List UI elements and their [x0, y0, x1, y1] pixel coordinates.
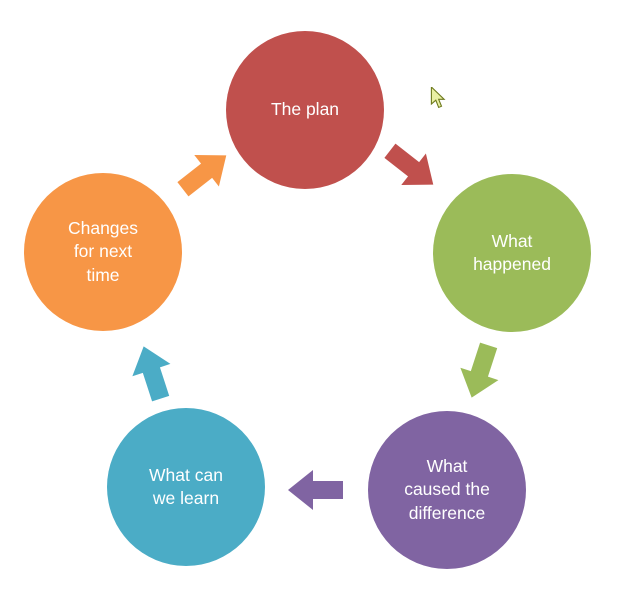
node-label: The plan [270, 99, 340, 120]
arrow-difference-to-learn[interactable] [287, 469, 343, 511]
node-the-plan[interactable]: The plan [226, 31, 384, 189]
node-what-happened[interactable]: What happened [433, 174, 591, 332]
arrow-changes-to-plan[interactable] [170, 138, 240, 206]
arrow-learn-to-changes[interactable] [123, 339, 180, 405]
node-changes-for-next-time[interactable]: Changes for next time [24, 173, 182, 331]
node-what-caused-the-difference[interactable]: What caused the difference [368, 411, 526, 569]
arrow-plan-to-happened[interactable] [377, 134, 447, 202]
arrow-happened-to-difference[interactable] [451, 339, 508, 405]
node-label: Changes for next time [67, 218, 139, 285]
node-label: What caused the difference [404, 456, 490, 523]
node-what-can-we-learn[interactable]: What can we learn [107, 408, 265, 566]
mouse-cursor-icon [430, 87, 446, 109]
node-label: What can we learn [149, 464, 223, 508]
node-label: What happened [473, 230, 551, 274]
